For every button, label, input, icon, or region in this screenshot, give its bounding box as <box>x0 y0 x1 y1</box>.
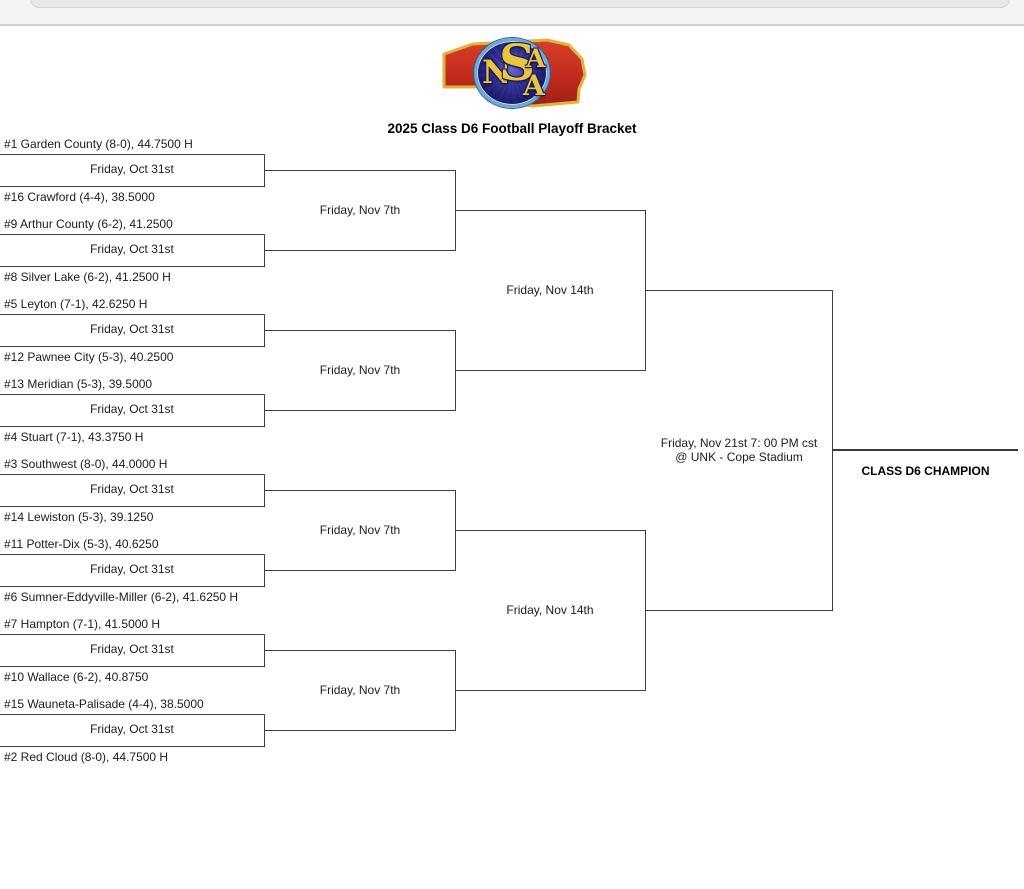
quarterfinal-date: Friday, Nov 7th <box>319 203 401 217</box>
team-label: #5 Leyton (7-1), 42.6250 H <box>4 297 148 311</box>
qf-out-line <box>455 370 645 371</box>
r1-match-5: #3 Southwest (8-0), 44.0000 H Friday, Oc… <box>0 458 265 524</box>
team-label: #1 Garden County (8-0), 44.7500 H <box>4 137 193 151</box>
r1-out-line <box>265 250 455 251</box>
quarterfinal-date: Friday, Nov 7th <box>319 683 401 697</box>
r1-out-line <box>265 650 455 651</box>
r1-match-3: #5 Leyton (7-1), 42.6250 H Friday, Oct 3… <box>0 298 265 364</box>
round1-date: Friday, Oct 31st <box>90 162 174 176</box>
semifinal-date: Friday, Nov 14th <box>506 603 594 617</box>
team-label: #16 Crawford (4-4), 38.5000 <box>4 190 155 204</box>
round1-date: Friday, Oct 31st <box>90 242 174 256</box>
round1-date: Friday, Oct 31st <box>90 562 174 576</box>
nsaa-logo-circle: N S A A <box>474 38 550 108</box>
qf-out-line <box>455 530 645 531</box>
final-date: Friday, Nov 21st 7: 00 PM cst <box>660 436 818 450</box>
team-label: #12 Pawnee City (5-3), 40.2500 <box>4 350 174 364</box>
r1-out-line <box>265 570 455 571</box>
address-bar-bottom-edge <box>30 0 1010 8</box>
r1-out-line <box>265 490 455 491</box>
r1-match-4: #13 Meridian (5-3), 39.5000 Friday, Oct … <box>0 378 265 444</box>
round1-date: Friday, Oct 31st <box>90 322 174 336</box>
qf-out-line <box>455 210 645 211</box>
round1-date: Friday, Oct 31st <box>90 642 174 656</box>
qf-out-line <box>455 690 645 691</box>
r1-match-7: #7 Hampton (7-1), 41.5000 H Friday, Oct … <box>0 618 265 684</box>
round1-date: Friday, Oct 31st <box>90 482 174 496</box>
logo-letter-a1: A <box>526 44 546 73</box>
final-location: @ UNK - Cope Stadium <box>675 450 803 464</box>
nsaa-logo: N S A A <box>441 37 589 110</box>
r1-match-2: #9 Arthur County (6-2), 41.2500 Friday, … <box>0 218 265 284</box>
browser-chrome-strip <box>0 0 1024 26</box>
logo-letter-s: S <box>499 33 536 92</box>
final-date-location: Friday, Nov 21st 7: 00 PM cst @ UNK - Co… <box>645 436 833 464</box>
team-label: #11 Potter-Dix (5-3), 40.6250 <box>4 537 159 551</box>
team-label: #9 Arthur County (6-2), 41.2500 <box>4 217 173 231</box>
champion-line <box>832 449 1018 451</box>
team-label: #13 Meridian (5-3), 39.5000 <box>4 377 153 391</box>
quarterfinal-date: Friday, Nov 7th <box>319 523 401 537</box>
r1-match-1: #1 Garden County (8-0), 44.7500 H Friday… <box>0 138 265 204</box>
r1-out-line <box>265 730 455 731</box>
quarterfinal-date: Friday, Nov 7th <box>319 363 401 377</box>
team-label: #14 Lewiston (5-3), 39.1250 <box>4 510 154 524</box>
page-title: 2025 Class D6 Football Playoff Bracket <box>387 121 637 136</box>
team-label: #15 Wauneta-Palisade (4-4), 38.5000 <box>4 697 204 711</box>
r1-out-line <box>265 330 455 331</box>
team-label: #6 Sumner-Eddyville-Miller (6-2), 41.625… <box>4 590 239 604</box>
team-label: #3 Southwest (8-0), 44.0000 H <box>4 457 168 471</box>
r1-out-line <box>265 410 455 411</box>
semifinal-date: Friday, Nov 14th <box>506 283 594 297</box>
sf-out-line <box>645 610 832 611</box>
logo-letter-n: N <box>482 53 512 91</box>
team-label: #4 Stuart (7-1), 43.3750 H <box>4 430 144 444</box>
team-label: #8 Silver Lake (6-2), 41.2500 H <box>4 270 171 284</box>
r1-out-line <box>265 170 455 171</box>
team-label: #10 Wallace (6-2), 40.8750 <box>4 670 149 684</box>
logo-letter-a2: A <box>523 69 545 102</box>
r1-match-8: #15 Wauneta-Palisade (4-4), 38.5000 Frid… <box>0 698 265 764</box>
sf-out-line <box>645 290 832 291</box>
team-label: #2 Red Cloud (8-0), 44.7500 H <box>4 750 169 764</box>
team-label: #7 Hampton (7-1), 41.5000 H <box>4 617 161 631</box>
round1-date: Friday, Oct 31st <box>90 402 174 416</box>
round1-date: Friday, Oct 31st <box>90 722 174 736</box>
r1-match-6: #11 Potter-Dix (5-3), 40.6250 Friday, Oc… <box>0 538 265 604</box>
champion-label: CLASS D6 CHAMPION <box>861 464 990 478</box>
